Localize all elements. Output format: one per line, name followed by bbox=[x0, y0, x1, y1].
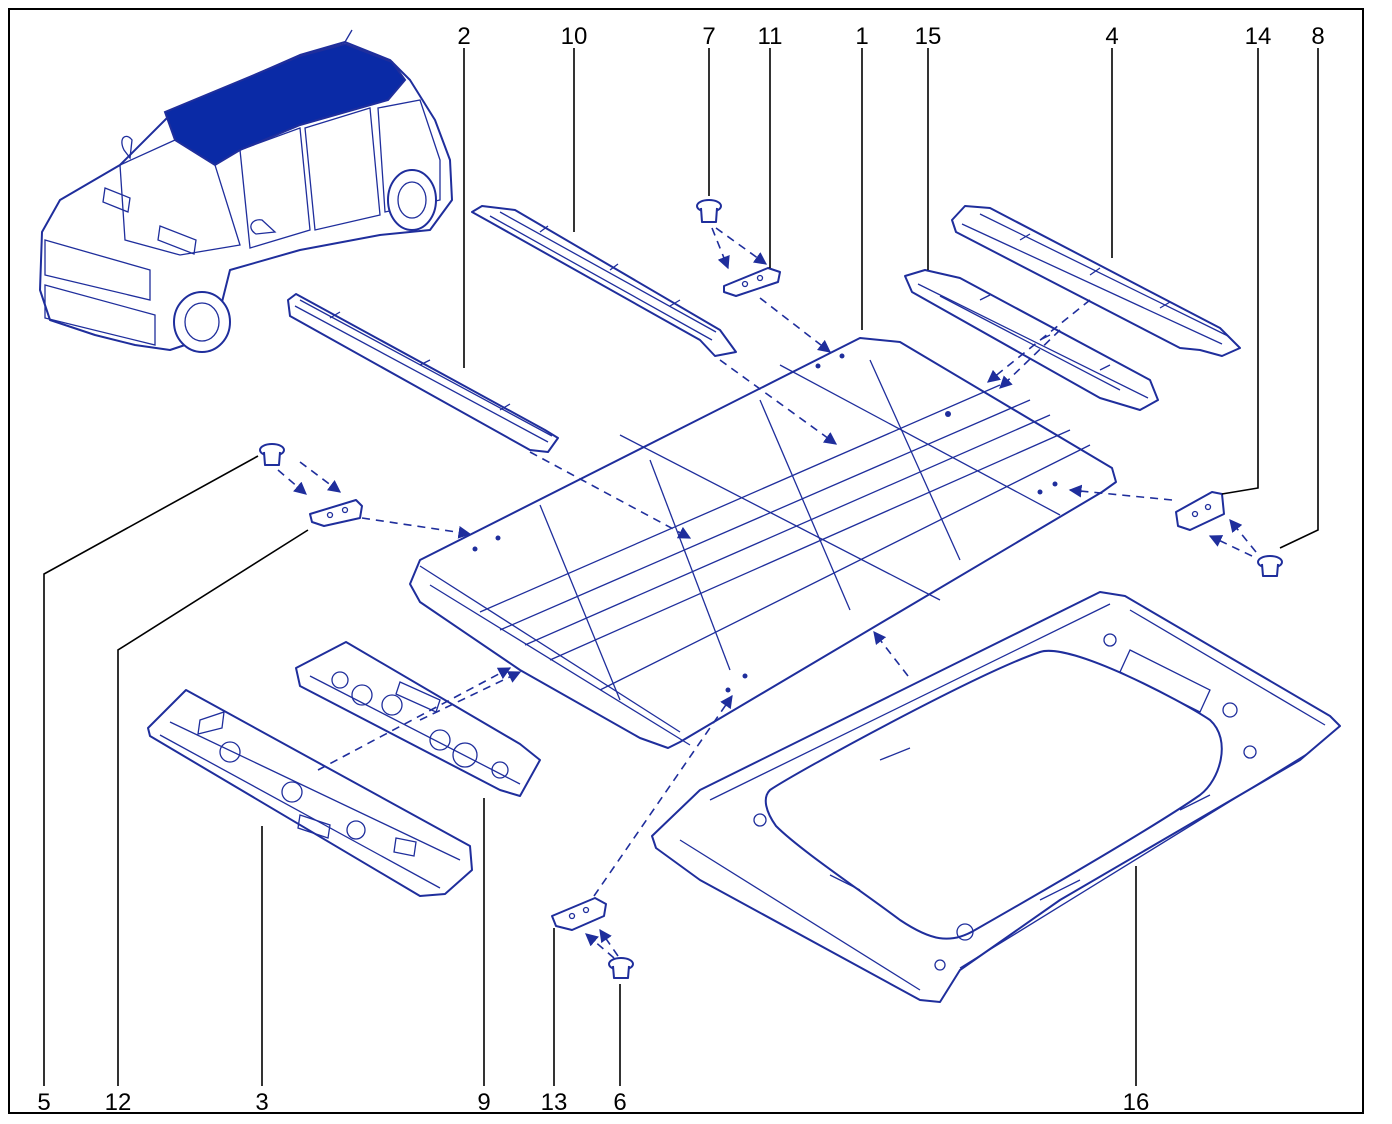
callout-7: 7 bbox=[702, 23, 715, 50]
callout-8: 8 bbox=[1311, 23, 1324, 50]
callout-labels: 2 10 7 11 1 15 4 14 8 5 12 3 9 13 6 16 bbox=[37, 23, 1324, 1116]
callout-2: 2 bbox=[457, 23, 470, 50]
callout-5: 5 bbox=[37, 1089, 50, 1116]
bracket-12 bbox=[309, 499, 363, 527]
part-4-rear-roof-bow bbox=[951, 205, 1241, 357]
callout-3: 3 bbox=[255, 1089, 268, 1116]
part-9-front-bracket bbox=[295, 641, 541, 797]
diagram-frame bbox=[8, 8, 1364, 1114]
callout-13: 13 bbox=[541, 1089, 568, 1116]
callout-9: 9 bbox=[477, 1089, 490, 1116]
leader-lines bbox=[43, 48, 1319, 1086]
clip-6 bbox=[608, 957, 634, 979]
part-16-headliner bbox=[651, 591, 1341, 1003]
part-3-front-header bbox=[147, 689, 473, 897]
part-15-rear-reinforcement bbox=[904, 269, 1159, 411]
vehicle-thumbnail bbox=[39, 29, 453, 353]
part-2-front-roof-bow bbox=[287, 293, 559, 453]
callout-15: 15 bbox=[915, 23, 942, 50]
clip-8 bbox=[1257, 555, 1283, 577]
bracket-13 bbox=[551, 897, 607, 931]
callout-6: 6 bbox=[613, 1089, 626, 1116]
callout-12: 12 bbox=[105, 1089, 132, 1116]
callout-11: 11 bbox=[758, 23, 783, 50]
assembly-arrows bbox=[277, 227, 1257, 959]
bracket-14 bbox=[1175, 491, 1225, 531]
callout-4: 4 bbox=[1105, 23, 1118, 50]
part-10-middle-roof-bow bbox=[471, 205, 737, 357]
callout-14: 14 bbox=[1245, 23, 1272, 50]
callout-1: 1 bbox=[855, 23, 868, 50]
part-1-roof-panel bbox=[409, 337, 1117, 749]
bracket-11 bbox=[723, 267, 781, 297]
clip-7 bbox=[696, 199, 722, 223]
callout-10: 10 bbox=[561, 23, 588, 50]
callout-16: 16 bbox=[1123, 1089, 1150, 1116]
clip-5 bbox=[259, 443, 285, 466]
